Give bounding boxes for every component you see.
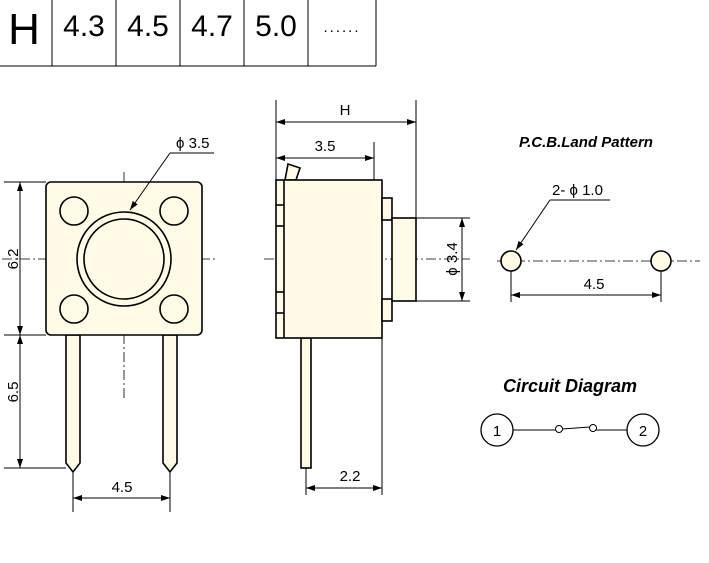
height-value-more: ...... — [323, 19, 360, 36]
pin-spacing-label: 4.5 — [112, 479, 133, 496]
side-view: H 3.5 ϕ 3.4 2.2 — [264, 100, 470, 495]
pcb-title: P.C.B.Land Pattern — [519, 134, 653, 151]
pcb-land-pattern: P.C.B.Land Pattern 4.5 2- ϕ 1.0 — [497, 134, 700, 302]
pin-1-label: 1 — [493, 423, 501, 440]
circuit-title: Circuit Diagram — [503, 376, 637, 396]
side-height-label: H — [340, 102, 351, 119]
body-depth-label: 3.5 — [315, 138, 336, 155]
side-pin — [300, 337, 312, 469]
height-value: 4.3 — [63, 10, 105, 43]
actuator-diameter-label: ϕ 3.4 — [444, 242, 461, 275]
height-table-label: H — [8, 5, 40, 54]
pcb-spacing-label: 4.5 — [584, 276, 605, 293]
height-value: 4.7 — [191, 10, 233, 43]
pcb-hole-right — [650, 250, 672, 272]
circuit-diagram: Circuit Diagram 1 2 — [480, 376, 660, 447]
pcb-hole-left — [500, 250, 522, 272]
height-value: 5.0 — [255, 10, 297, 43]
height-table: H 4.3 4.5 4.7 5.0 ...... — [0, 0, 377, 67]
pin-length-label: 6.5 — [5, 382, 22, 403]
body-height-label: 6.2 — [5, 249, 22, 270]
pcb-hole-label: 2- ϕ 1.0 — [552, 182, 603, 199]
height-value: 4.5 — [127, 10, 169, 43]
side-actuator — [391, 217, 417, 302]
contact-left — [555, 425, 563, 433]
side-body — [275, 179, 383, 339]
pin-2-label: 2 — [639, 423, 647, 440]
pin-offset-label: 2.2 — [340, 468, 361, 485]
left-pin — [65, 334, 81, 474]
right-pin — [162, 334, 178, 474]
cap-diameter-label: ϕ 3.5 — [176, 135, 209, 152]
contact-right — [589, 424, 597, 432]
front-view: ϕ 3.5 6.2 6.5 4.5 — [2, 135, 215, 512]
actuator-cap — [83, 218, 165, 300]
